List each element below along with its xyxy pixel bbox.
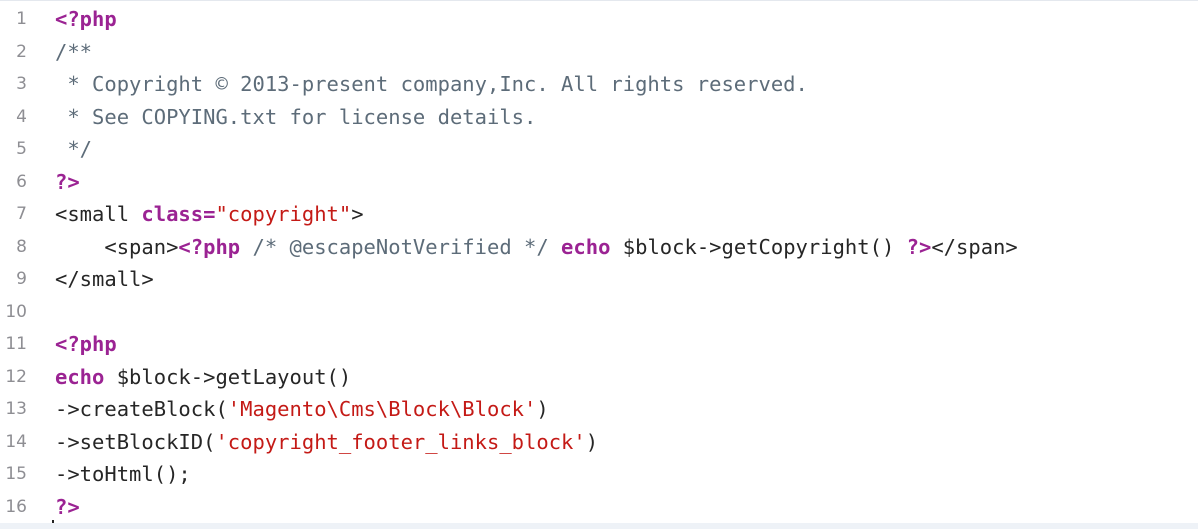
line-number: 15	[5, 464, 27, 484]
code-text: ->createBlock('Magento\Cms\Block\Block')	[55, 393, 549, 425]
line-number: 14	[5, 431, 27, 452]
editor-bottom-edge	[0, 523, 1198, 529]
code-text: </small>	[55, 263, 154, 295]
code-line[interactable]: 11 <?php	[0, 328, 1198, 360]
code-line[interactable]: 1 <?php	[0, 3, 1198, 35]
code-text: ?>	[55, 166, 80, 198]
code-line[interactable]: 13 ->createBlock('Magento\Cms\Block\Block…	[0, 393, 1198, 425]
code-line[interactable]: 3 * Copyright © 2013-present company,Inc…	[0, 68, 1198, 100]
code-text: <small class="copyright">	[55, 198, 364, 230]
keyword-token: ?>	[55, 169, 80, 194]
string-token: "copyright"	[215, 202, 352, 226]
line-number: 6	[16, 171, 27, 192]
line-number: 11	[5, 334, 27, 354]
code-line[interactable]: 8 <span><?php /* @escapeNotVerified */ e…	[0, 231, 1198, 263]
keyword-token: <?php	[55, 7, 117, 31]
code-text: * See COPYING.txt for license details.	[55, 101, 536, 133]
code-token: <small	[55, 202, 142, 226]
code-token: ->setBlockID(	[55, 429, 216, 454]
code-line[interactable]: 5 */	[0, 133, 1198, 165]
code-token: <span>	[55, 234, 179, 259]
code-line[interactable]: 12 echo $block->getLayout()	[0, 361, 1198, 393]
line-number: 16	[5, 496, 27, 517]
code-text: <span><?php /* @escapeNotVerified */ ech…	[55, 231, 1018, 263]
code-line[interactable]: 15 ->toHtml();	[0, 458, 1198, 490]
code-text: echo $block->getLayout()	[55, 361, 351, 393]
line-number: 13	[5, 399, 27, 419]
code-token: ->toHtml();	[55, 462, 191, 486]
code-line[interactable]: 9 </small>	[0, 263, 1198, 295]
comment-token: * Copyright © 2013-present company,Inc. …	[55, 72, 808, 96]
code-text: <?php	[55, 3, 117, 35]
line-number: 7	[16, 204, 27, 224]
code-text: ->toHtml();	[55, 458, 191, 490]
code-text: * Copyright © 2013-present company,Inc. …	[55, 68, 808, 100]
keyword-token: echo	[55, 364, 105, 389]
string-token: 'Magento\Cms\Block\Block'	[227, 397, 537, 421]
code-token: </small>	[55, 267, 154, 291]
code-token: )	[585, 429, 599, 454]
keyword-token: <?php	[55, 332, 117, 356]
line-number: 1	[16, 9, 27, 29]
code-text: */	[55, 133, 92, 165]
comment-token: /* @escapeNotVerified */	[240, 234, 562, 259]
keyword-token: ?>	[906, 234, 932, 259]
code-line[interactable]: 14 ->setBlockID('copyright_footer_links_b…	[0, 426, 1198, 458]
line-number: 9	[16, 269, 27, 289]
code-token: ->createBlock(	[55, 397, 228, 421]
comment-token: * See COPYING.txt for license details.	[55, 104, 537, 129]
line-number: 3	[16, 74, 27, 94]
code-line[interactable]: 2 /**	[0, 36, 1198, 68]
code-line[interactable]: 16 ?>	[0, 491, 1198, 523]
keyword-token: ?>	[55, 494, 80, 519]
code-token: $block->getLayout()	[104, 364, 352, 389]
code-text: ?>	[55, 491, 80, 523]
code-token: </span>	[931, 234, 1018, 259]
line-number: 4	[16, 106, 27, 127]
comment-token: */	[55, 137, 93, 161]
code-token: >	[351, 202, 364, 226]
line-number: 5	[16, 139, 27, 159]
code-token: )	[536, 397, 549, 421]
code-token: $block->getCopyright()	[610, 234, 907, 259]
code-line[interactable]: 7 <small class="copyright">	[0, 198, 1198, 230]
keyword-token: <?php	[178, 234, 241, 259]
code-text: <?php	[55, 328, 117, 360]
keyword-token: echo	[561, 234, 611, 259]
code-line[interactable]: 6 ?>	[0, 166, 1198, 198]
code-line[interactable]: 10	[0, 296, 1198, 328]
code-text: ->setBlockID('copyright_footer_links_blo…	[55, 426, 598, 458]
code-line[interactable]: 4 * See COPYING.txt for license details.	[0, 101, 1198, 133]
string-token: 'copyright_footer_links_block'	[215, 429, 586, 454]
code-text: /**	[55, 36, 92, 68]
keyword-token: class=	[141, 202, 216, 226]
text-cursor	[52, 520, 54, 525]
line-number: 2	[16, 41, 27, 62]
line-number: 10	[5, 301, 27, 322]
comment-token: /**	[55, 39, 93, 64]
line-number: 8	[16, 236, 27, 257]
line-number: 12	[5, 366, 27, 387]
